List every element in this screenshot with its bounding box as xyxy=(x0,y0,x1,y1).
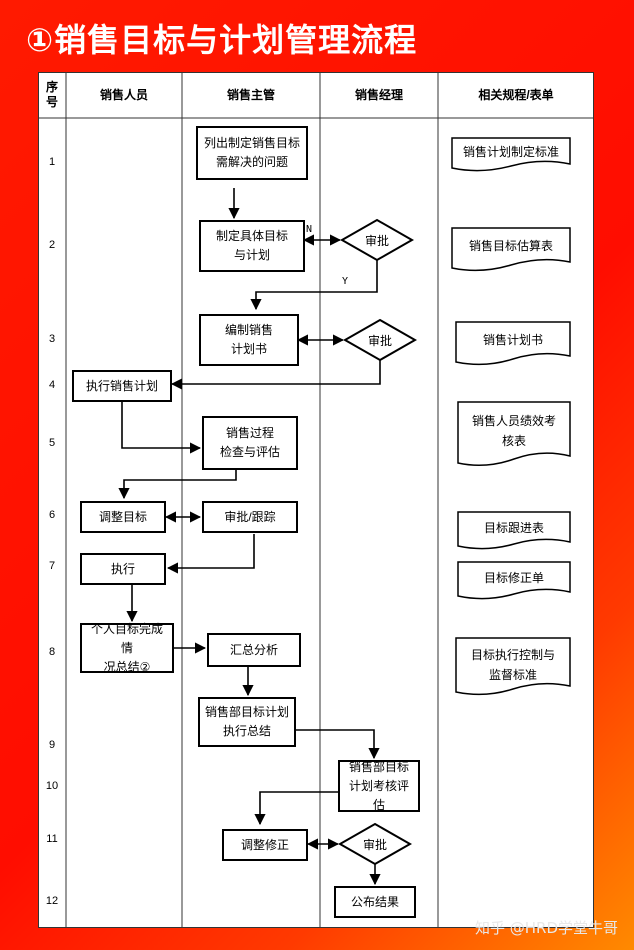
node-make-plan: 制定具体目标 与计划 xyxy=(199,220,305,272)
doc-control-standard: 目标执行控制与 监督标准 xyxy=(470,648,555,682)
row-number: 8 xyxy=(48,646,56,658)
row-number: 4 xyxy=(48,379,56,391)
doc-shape-7 xyxy=(455,637,571,696)
node-check-evaluate: 销售过程 检查与评估 xyxy=(202,416,298,470)
watermark: 知乎 @HRD学堂牛哥 xyxy=(474,919,618,937)
row-number: 7 xyxy=(48,560,56,572)
node-personal-summary: 个人目标完成情 况总结② xyxy=(80,622,174,674)
header-sales-manager: 销售经理 xyxy=(354,87,403,102)
doc-target-revision-form: 目标修正单 xyxy=(483,571,544,585)
decision-approve-3: 审批 xyxy=(362,837,387,852)
doc-sales-plan-book: 销售计划书 xyxy=(482,333,543,347)
flow-label-no: N xyxy=(306,224,313,235)
header-sales-staff: 销售人员 xyxy=(99,87,148,102)
row-number: 11 xyxy=(46,833,58,845)
node-approve-track: 审批/跟踪 xyxy=(202,501,298,533)
page-title: ①销售目标与计划管理流程 xyxy=(26,21,418,59)
node-list-problems: 列出制定销售目标 需解决的问题 xyxy=(196,126,308,180)
header-sales-supervisor: 销售主管 xyxy=(226,87,275,102)
doc-shape-4 xyxy=(457,401,571,466)
node-dept-evaluation: 销售部目标 计划考核评估 xyxy=(338,760,420,812)
row-number: 12 xyxy=(45,895,59,907)
doc-sales-plan-standard: 销售计划制定标准 xyxy=(462,145,559,159)
doc-shape-1 xyxy=(451,137,571,172)
decision-approve-1: 审批 xyxy=(364,233,389,248)
row-number: 3 xyxy=(48,333,56,345)
row-number: 9 xyxy=(48,739,56,751)
node-adjust-target: 调整目标 xyxy=(80,501,166,533)
doc-shape-2 xyxy=(451,227,571,272)
row-number: 5 xyxy=(48,437,56,449)
doc-target-estimate-table: 销售目标估算表 xyxy=(468,239,553,253)
node-dept-summary: 销售部目标计划 执行总结 xyxy=(198,697,296,747)
doc-shape-5 xyxy=(457,511,571,550)
doc-target-tracking-table: 目标跟进表 xyxy=(483,521,544,535)
node-execute: 执行 xyxy=(80,553,166,585)
doc-shape-3 xyxy=(455,321,571,366)
row-number: 6 xyxy=(48,509,56,521)
node-compile-plan: 编制销售 计划书 xyxy=(199,314,299,366)
decision-approve-2: 审批 xyxy=(367,333,392,348)
row-number: 10 xyxy=(45,780,59,792)
node-adjust-correct: 调整修正 xyxy=(222,829,308,861)
doc-performance-assessment: 销售人员绩效考 核表 xyxy=(471,414,556,448)
header-seq: 序 号 xyxy=(45,80,58,109)
node-summary-analysis: 汇总分析 xyxy=(207,633,301,667)
flowchart-lines xyxy=(38,72,594,928)
flow-label-yes: Y xyxy=(342,276,349,287)
header-related-forms: 相关规程/表单 xyxy=(478,87,554,102)
row-number: 1 xyxy=(48,156,56,168)
node-publish-result: 公布结果 xyxy=(334,886,416,918)
doc-shape-6 xyxy=(457,561,571,600)
flowchart-panel: 序 号 销售人员 销售主管 销售经理 相关规程/表单 1 2 3 4 5 6 7… xyxy=(38,72,594,928)
node-execute-plan: 执行销售计划 xyxy=(72,370,172,402)
row-number: 2 xyxy=(48,239,56,251)
